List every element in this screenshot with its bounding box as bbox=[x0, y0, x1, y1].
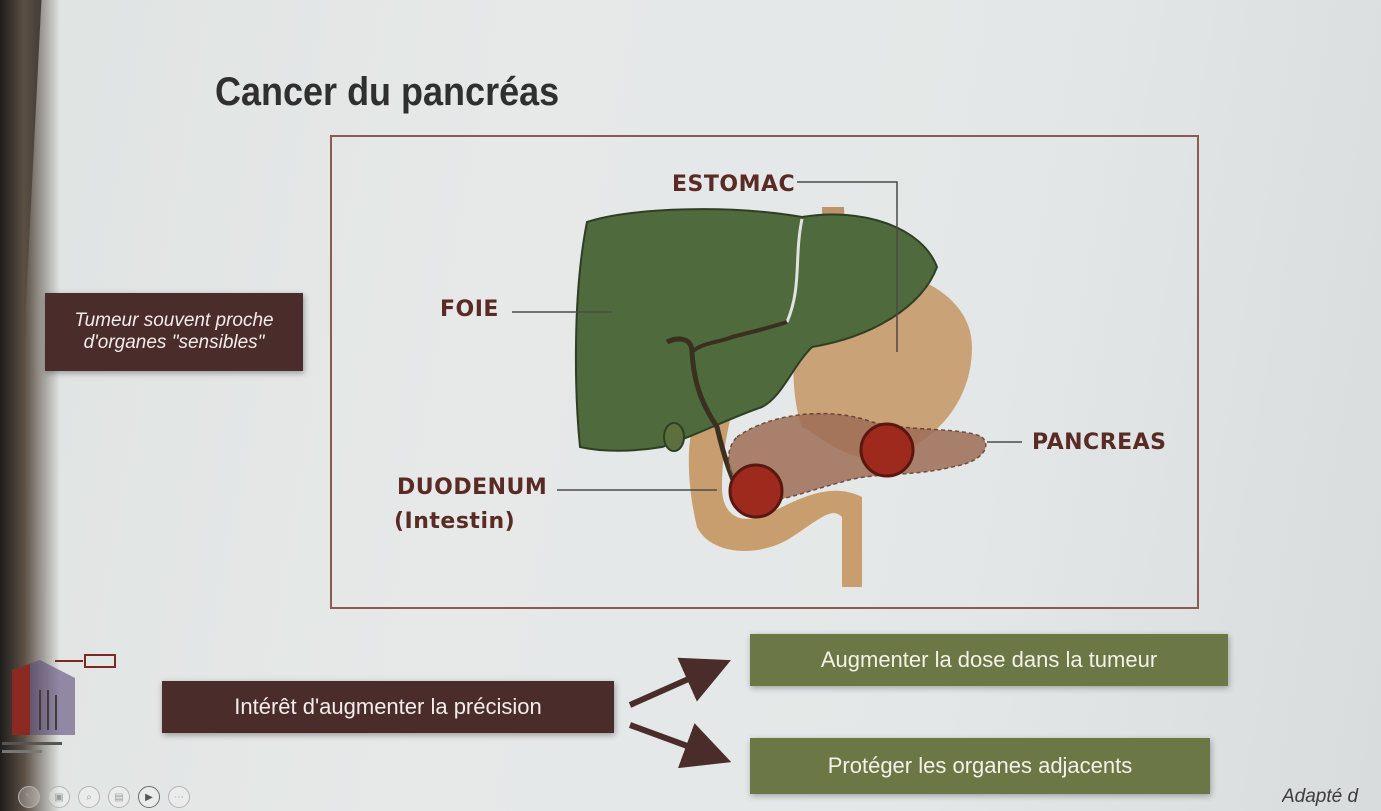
note-line-2: d'organes "sensibles" bbox=[83, 332, 265, 353]
subtitles-icon[interactable]: ▤ bbox=[108, 786, 130, 808]
note-box: Tumeur souvent proche d'organes "sensibl… bbox=[45, 293, 303, 371]
camera-icon[interactable]: ▶ bbox=[138, 786, 160, 808]
note-line-1: Tumeur souvent proche bbox=[74, 310, 274, 331]
pen-icon[interactable]: ✎ bbox=[18, 786, 40, 808]
arrow-up bbox=[628, 657, 731, 708]
liver-fissure bbox=[785, 218, 804, 323]
interest-box: Intérêt d'augmenter la précision bbox=[162, 681, 614, 733]
copy-icon[interactable]: ▣ bbox=[48, 786, 70, 808]
label-estomac: ESTOMAC bbox=[672, 172, 796, 197]
bile-duct bbox=[665, 336, 745, 499]
anatomy-diagram: ESTOMAC FOIE PANCREAS DUODENUM (Intestin… bbox=[330, 135, 1199, 609]
label-pancreas: PANCREAS bbox=[1032, 430, 1167, 455]
hepatic-duct bbox=[690, 320, 788, 354]
label-duodenum: DUODENUM bbox=[397, 475, 548, 500]
source-credit: Adapté d bbox=[1282, 786, 1359, 807]
label-foie: FOIE bbox=[440, 297, 499, 322]
branch-arrows bbox=[628, 657, 732, 769]
gallbladder bbox=[663, 422, 685, 452]
slide-title: Cancer du pancréas bbox=[215, 70, 560, 114]
tumor-pancreas-head bbox=[728, 463, 784, 519]
zoom-icon[interactable]: ⌕ bbox=[78, 786, 100, 808]
tumor-pancreas-body bbox=[859, 422, 915, 478]
estomac-leader bbox=[797, 181, 898, 352]
presentation-toolbar: ✎ ▣ ⌕ ▤ ▶ ⋯ bbox=[18, 786, 190, 808]
anatomy-illustration bbox=[512, 181, 1022, 587]
option-dose-box: Augmenter la dose dans la tumeur bbox=[750, 634, 1228, 686]
option-protect-box: Protéger les organes adjacents bbox=[750, 738, 1210, 794]
arrow-down bbox=[628, 722, 732, 769]
duodenum-shape bbox=[688, 407, 862, 587]
more-icon[interactable]: ⋯ bbox=[168, 786, 190, 808]
label-intestin: (Intestin) bbox=[394, 509, 516, 534]
institute-logo bbox=[2, 654, 116, 753]
